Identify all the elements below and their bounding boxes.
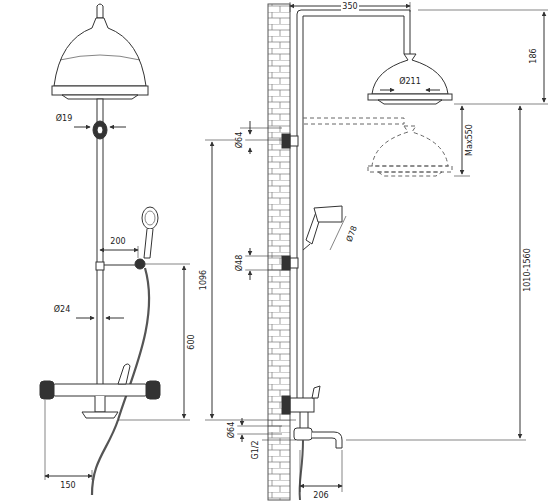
dimension-label: Ø48: [235, 254, 245, 272]
dimension-label: Ø64: [227, 421, 237, 439]
dimension-label: 1010-1560: [523, 247, 533, 293]
dimension-label: 200: [109, 237, 126, 247]
dimension-label: 206: [312, 491, 329, 501]
dimension-label: 186: [529, 47, 539, 64]
dimension-label: Ø24: [53, 305, 71, 315]
dimension-label: G1/2: [251, 439, 261, 460]
dimension-label: 350: [341, 2, 358, 12]
dimension-label: 1096: [199, 269, 209, 291]
dimension-label: Ø211: [398, 77, 422, 87]
dimension-label: Ø64: [235, 131, 245, 149]
dimension-label: 150: [59, 481, 76, 491]
dimension-label: Ø19: [55, 114, 73, 124]
dimension-label: 600: [187, 333, 197, 350]
dimension-label: Max550: [465, 123, 475, 157]
